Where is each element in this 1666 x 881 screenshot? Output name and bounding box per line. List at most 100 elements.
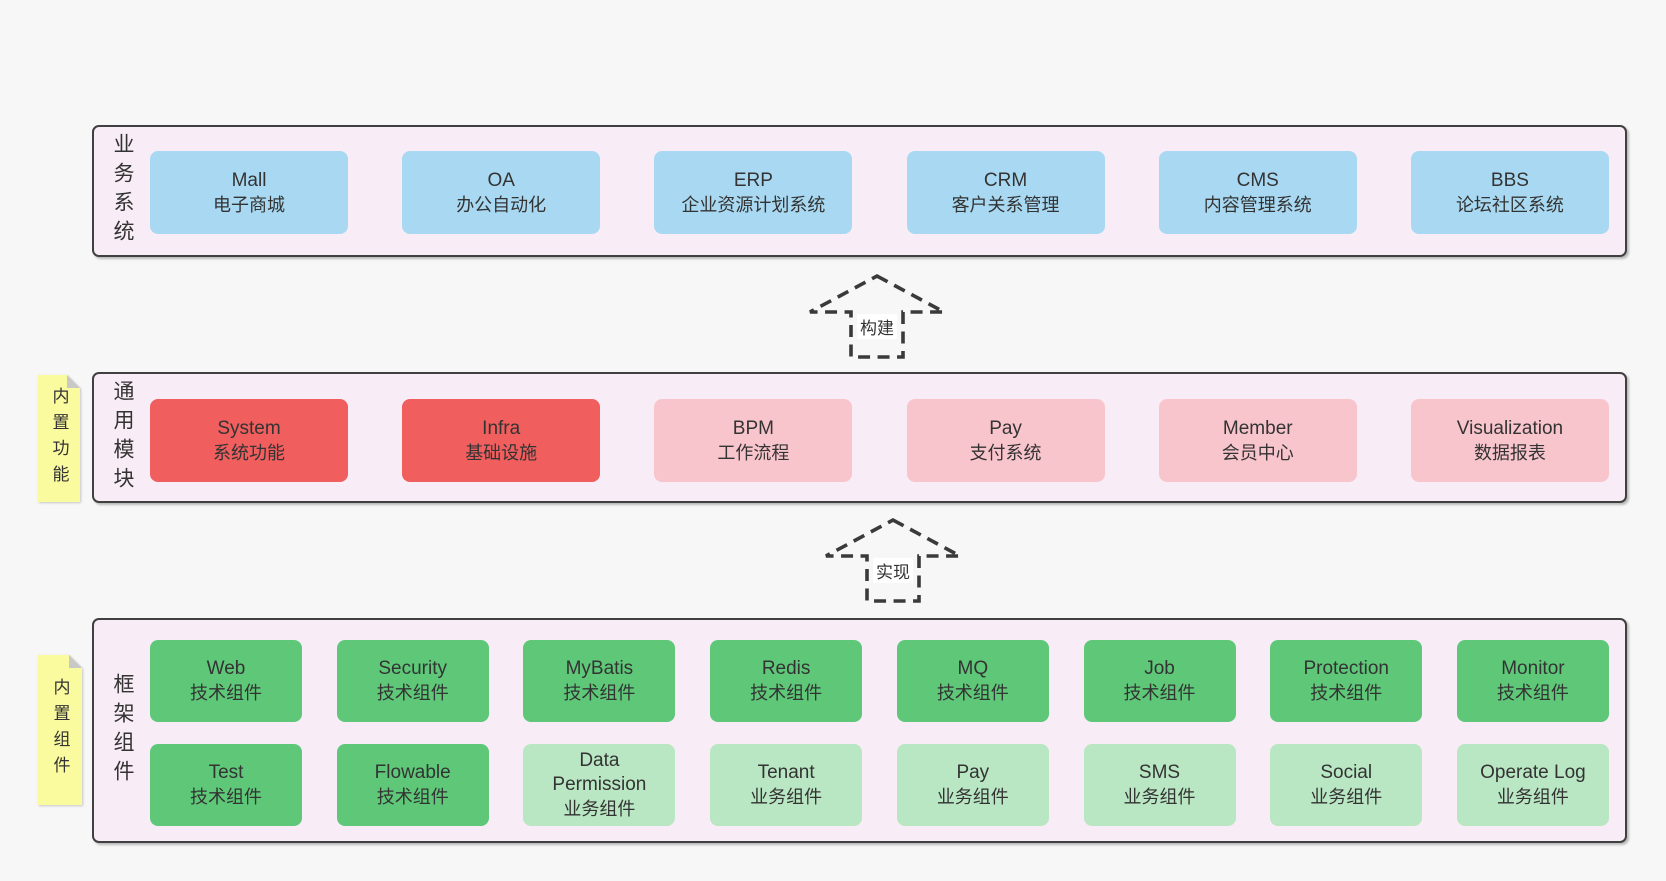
box-desc: 会员中心 xyxy=(1221,442,1294,463)
band-business-content: Mall 电子商城 OA 办公自动化 ERP 企业资源计划系统 CRM 客户关系… xyxy=(150,151,1609,234)
box-desc: 技术组件 xyxy=(1123,683,1196,703)
box-name: ERP xyxy=(733,169,773,191)
box-name: Infra xyxy=(482,417,521,439)
box-desc: 技术组件 xyxy=(376,787,449,807)
box-monitor: Monitor 技术组件 xyxy=(1456,640,1609,722)
box-desc: 技术组件 xyxy=(750,683,823,703)
box-name: OA xyxy=(487,169,515,191)
dashed-up-arrow-icon xyxy=(809,273,945,359)
box-name: Test xyxy=(208,762,244,783)
box-desc: 业务组件 xyxy=(1123,787,1196,807)
sticky-note-body xyxy=(38,655,82,805)
box-mall: Mall 电子商城 xyxy=(150,151,348,234)
box-desc: 基础设施 xyxy=(465,442,538,463)
box-desc: 技术组件 xyxy=(190,787,262,807)
band-modules-label: 通用模块 xyxy=(111,379,134,496)
box-infra: Infra 基础设施 xyxy=(402,399,601,482)
box-sms: SMS 业务组件 xyxy=(1083,744,1236,826)
box-oa: OA 办公自动化 xyxy=(402,151,601,234)
box-desc: 技术组件 xyxy=(1310,683,1383,703)
box-job: Job 技术组件 xyxy=(1083,640,1236,722)
box-operate-log: Operate Log 业务组件 xyxy=(1456,744,1609,826)
box-desc: 办公自动化 xyxy=(456,194,547,215)
box-desc: 支付系统 xyxy=(969,442,1042,463)
box-name: MyBatis xyxy=(565,658,634,679)
band-components-row1: Web 技术组件 Security 技术组件 MyBatis 技术组件 Redi… xyxy=(150,640,1609,722)
box-desc: 技术组件 xyxy=(1496,683,1569,703)
box-visualization: Visualization 数据报表 xyxy=(1410,399,1609,482)
box-test: Test 技术组件 xyxy=(150,744,302,826)
box-name: MQ xyxy=(957,658,989,679)
box-desc: 企业资源计划系统 xyxy=(681,194,826,215)
box-desc: 系统功能 xyxy=(213,442,285,463)
arrow-implement: 实现 xyxy=(824,517,962,603)
box-tenant: Tenant 业务组件 xyxy=(710,744,863,826)
box-name: Operate Log xyxy=(1480,762,1586,783)
band-components-label: 框架组件 xyxy=(111,672,134,789)
box-name: System xyxy=(217,417,281,439)
box-member: Member 会员中心 xyxy=(1158,399,1357,482)
box-protection: Protection 技术组件 xyxy=(1270,640,1423,722)
sticky-built-in-features: 内置功能 xyxy=(38,375,80,502)
box-name: Tenant xyxy=(757,762,815,783)
box-name: Visualization xyxy=(1456,417,1564,439)
box-name: Flowable xyxy=(374,762,451,783)
sticky-built-in-components: 内置组件 xyxy=(38,655,82,805)
box-name: Social xyxy=(1320,762,1373,783)
box-name: Redis xyxy=(761,658,811,679)
box-web: Web 技术组件 xyxy=(150,640,302,722)
band-business-label: 业务系统 xyxy=(111,133,134,249)
box-desc: 业务组件 xyxy=(936,787,1009,807)
box-crm: CRM 客户关系管理 xyxy=(906,151,1105,234)
band-modules-content: System 系统功能 Infra 基础设施 BPM 工作流程 Pay 支付系统… xyxy=(150,399,1609,482)
box-name: Mall xyxy=(231,169,267,191)
box-desc: 技术组件 xyxy=(376,683,449,703)
sticky-text: 内置组件 xyxy=(50,678,70,782)
box-desc: 业务组件 xyxy=(563,799,636,819)
box-name: Security xyxy=(378,658,448,679)
box-desc: 客户关系管理 xyxy=(951,194,1060,215)
box-pay: Pay 支付系统 xyxy=(906,399,1105,482)
box-social: Social 业务组件 xyxy=(1270,744,1423,826)
arrow-implement-label: 实现 xyxy=(873,558,913,583)
box-name: Protection xyxy=(1303,658,1389,679)
box-desc: 技术组件 xyxy=(563,683,636,703)
box-desc: 论坛社区系统 xyxy=(1455,194,1564,215)
box-desc: 业务组件 xyxy=(1496,787,1569,807)
box-name: Pay xyxy=(956,762,990,783)
box-name: Pay xyxy=(989,417,1022,439)
box-desc: 业务组件 xyxy=(750,787,823,807)
box-cms: CMS 内容管理系统 xyxy=(1158,151,1357,234)
box-name: CRM xyxy=(983,169,1028,191)
box-name: Member xyxy=(1222,417,1293,439)
band-components-row2: Test 技术组件 Flowable 技术组件 Data Permission … xyxy=(150,744,1609,826)
box-name: Data Permission xyxy=(552,750,647,795)
box-name: CMS xyxy=(1236,169,1279,191)
box-name: BPM xyxy=(732,417,774,439)
box-desc: 技术组件 xyxy=(190,683,262,703)
box-name: Monitor xyxy=(1501,658,1565,679)
band-common-modules: 通用模块 System 系统功能 Infra 基础设施 BPM 工作流程 Pay… xyxy=(92,372,1627,503)
box-pay-biz: Pay 业务组件 xyxy=(896,744,1049,826)
box-name: BBS xyxy=(1490,169,1529,191)
box-mq: MQ 技术组件 xyxy=(896,640,1049,722)
box-erp: ERP 企业资源计划系统 xyxy=(654,151,853,234)
dashed-up-arrow-icon xyxy=(825,517,961,603)
box-name: SMS xyxy=(1138,762,1181,783)
sticky-text: 内置功能 xyxy=(49,386,69,491)
sticky-note-body xyxy=(38,375,80,502)
box-desc: 工作流程 xyxy=(717,442,790,463)
box-flowable: Flowable 技术组件 xyxy=(336,744,489,826)
folded-corner-icon xyxy=(69,655,82,668)
band-business-systems: 业务系统 Mall 电子商城 OA 办公自动化 ERP 企业资源计划系统 CRM… xyxy=(92,125,1627,257)
box-mybatis: MyBatis 技术组件 xyxy=(523,640,676,722)
box-desc: 内容管理系统 xyxy=(1203,194,1312,215)
box-data-permission: Data Permission 业务组件 xyxy=(523,744,676,826)
box-desc: 业务组件 xyxy=(1310,787,1383,807)
box-name: Job xyxy=(1144,658,1175,679)
folded-corner-icon xyxy=(67,375,80,388)
box-redis: Redis 技术组件 xyxy=(710,640,863,722)
box-desc: 技术组件 xyxy=(936,683,1009,703)
band-framework-components: 框架组件 Web 技术组件 Security 技术组件 MyBatis 技术组件… xyxy=(92,618,1627,843)
